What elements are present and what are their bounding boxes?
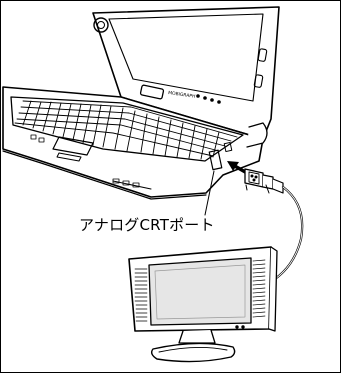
hinge — [139, 84, 165, 100]
callout-leader — [204, 170, 215, 216]
touchpad — [52, 136, 94, 156]
crt-port — [208, 149, 223, 171]
touchpad-buttons — [56, 152, 82, 162]
monitor — [128, 246, 278, 363]
monitor-screen — [148, 257, 252, 326]
laptop-screen — [108, 13, 264, 102]
lid-side-button-1 — [257, 48, 268, 62]
laptop-brand: MOBIGRAPH — [168, 90, 196, 100]
vga-connector — [244, 168, 284, 194]
crt-port-label: アナログCRTポート — [79, 216, 215, 234]
monitor-neck — [178, 329, 216, 344]
monitor-base — [150, 342, 236, 363]
keyboard — [10, 96, 244, 162]
lid-side-button-2 — [253, 74, 264, 88]
laptop: MOBIGRAPH — [2, 6, 280, 200]
lid-button — [93, 17, 109, 33]
